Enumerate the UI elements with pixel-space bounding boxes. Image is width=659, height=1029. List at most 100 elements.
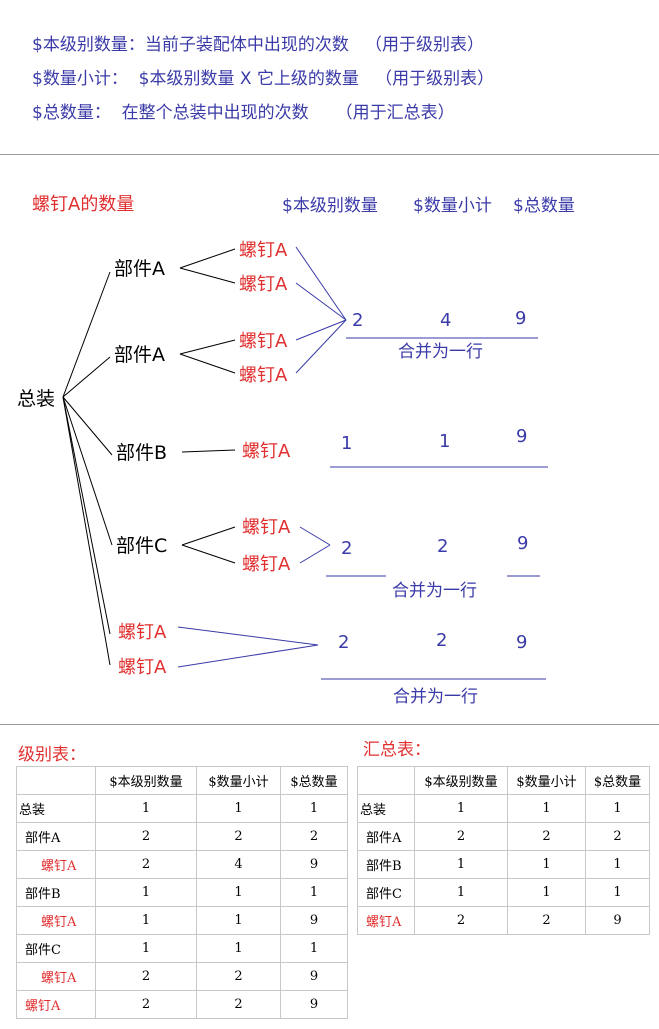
definition-line: $数量小计： $本级别数量 X 它上级的数量 （用于级别表） [32,69,495,89]
value-cell: 1 [585,794,650,823]
col-header-subtotal: $数量小计 [413,196,492,216]
assembly-tree-diagram: 螺钉A的数量 $本级别数量 $数量小计 $总数量 总装 部件A 部件A 部件B … [17,194,575,707]
row-name-cell: 螺钉A [16,962,96,991]
value-cell: 1 [280,878,348,907]
tree-line [62,271,111,398]
row-name-cell: 部件C [16,934,96,963]
value-level-qty: 2 [352,310,363,331]
screw-node: 螺钉A [239,331,288,352]
value-cell: 2 [414,906,508,935]
tree-line [62,396,111,635]
row-name-cell: 部件A [357,822,415,851]
value-cell: 9 [280,962,348,991]
definitions: $本级别数量：当前子装配体中出现的次数 （用于级别表） $数量小计： $本级别数… [32,28,494,130]
tree-line [62,356,111,398]
diagram-title: 螺钉A的数量 [32,194,134,215]
value-level-qty: 2 [338,632,349,653]
tree-line [181,449,236,453]
screw-node: 螺钉A [239,274,288,295]
merge-note: 合并为一行 [392,581,477,601]
tree-line [179,339,236,355]
tree-line [181,544,236,564]
column-header: $总数量 [585,766,650,795]
value-cell: 2 [414,822,508,851]
table-header-row: $本级别数量 $数量小计 $总数量 [16,766,348,795]
row-name-cell: 螺钉A [16,990,96,1019]
value-cell: 4 [196,850,281,879]
tree-line [179,267,236,284]
merge-note: 合并为一行 [398,342,483,362]
value-subtotal: 2 [437,536,448,557]
value-cell: 1 [196,934,281,963]
divider-top [0,154,659,155]
part-node: 部件A [114,344,165,366]
row-name-cell: 部件C [357,878,415,907]
value-cell: 9 [280,990,348,1019]
column-header: $本级别数量 [95,766,197,795]
merge-line [295,246,347,321]
tree-lines [62,248,236,666]
value-cell: 9 [585,906,650,935]
value-cell: 2 [280,822,348,851]
value-cell: 1 [95,934,197,963]
screw-node: 螺钉A [242,441,291,462]
value-level-qty: 1 [341,433,352,454]
value-cell: 2 [507,822,586,851]
tree-line [179,248,236,269]
value-cell: 2 [507,906,586,935]
merge-lines [177,246,548,680]
merge-line [295,282,347,321]
tree-line [181,526,236,546]
value-cell: 2 [196,990,281,1019]
column-header: $本级别数量 [414,766,508,795]
column-header: $总数量 [280,766,348,795]
merge-line [295,319,347,374]
value-cell: 9 [280,906,348,935]
value-total: 9 [517,533,528,554]
value-cell: 1 [280,794,348,823]
value-cell: 1 [585,878,650,907]
value-cell: 9 [280,850,348,879]
value-total: 9 [516,632,527,653]
value-total: 9 [515,308,526,329]
column-header [16,766,96,795]
table-header-row: $本级别数量 $数量小计 $总数量 [357,766,650,795]
value-cell: 1 [196,906,281,935]
screw-node: 螺钉A [118,622,167,643]
merge-note: 合并为一行 [393,687,478,707]
value-cell: 1 [414,850,508,879]
row-name-cell: 螺钉A [16,906,96,935]
row-name-cell: 总装 [16,794,96,823]
merge-line [299,544,331,564]
value-cell: 1 [507,850,586,879]
value-cell: 1 [414,878,508,907]
screw-node: 螺钉A [239,365,288,386]
screw-node: 螺钉A [242,554,291,575]
merge-line [177,626,319,646]
value-cell: 1 [507,878,586,907]
value-cell: 2 [95,962,197,991]
definition-line: $总数量： 在整个总装中出现的次数 （用于汇总表） [32,103,455,123]
level-table-title: 级别表： [18,745,86,765]
merge-line [299,526,331,546]
value-cell: 2 [585,822,650,851]
row-name-cell: 部件B [357,850,415,879]
merge-line [177,644,319,668]
column-header [357,766,415,795]
value-cell: 1 [95,878,197,907]
value-cell: 2 [196,822,281,851]
col-header-level-qty: $本级别数量 [282,196,378,216]
row-name-cell: 螺钉A [16,850,96,879]
